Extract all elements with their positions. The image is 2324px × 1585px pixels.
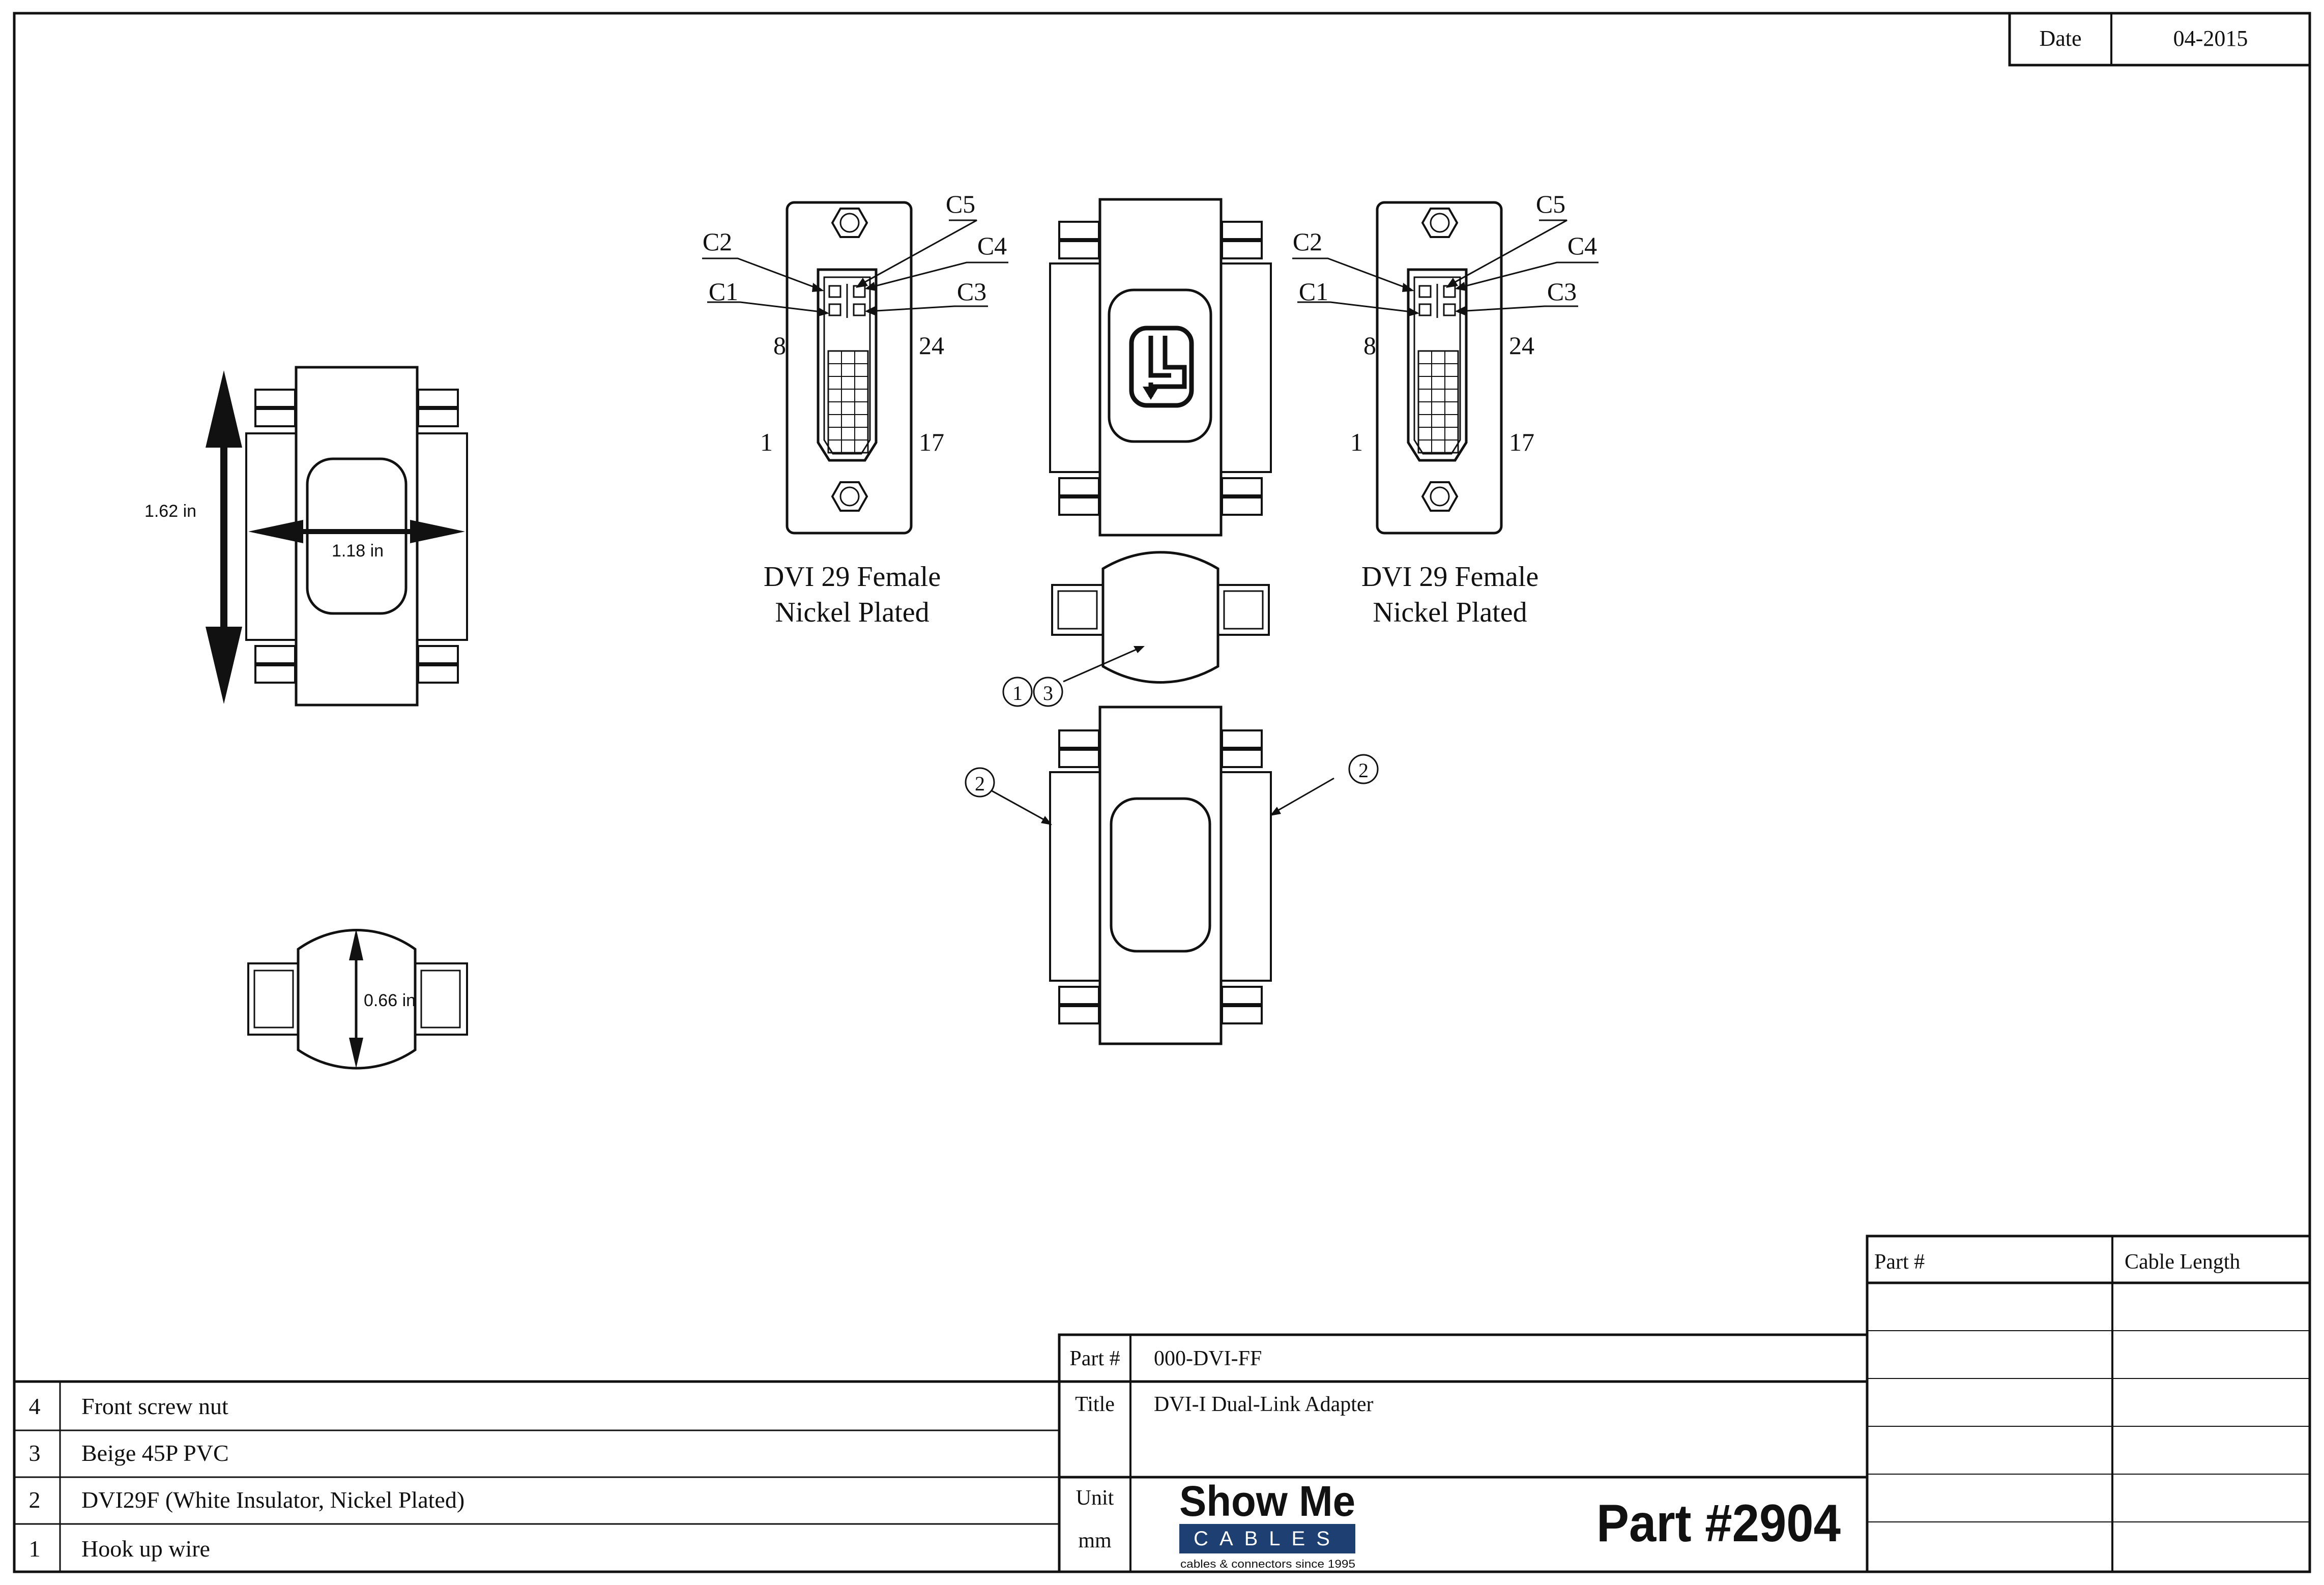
bill-of-materials: 4 Front screw nut 3 Beige 45P PVC 2 DVI2… [14,1380,1059,1572]
hex-nut-icon [831,481,868,512]
title-value: DVI-I Dual-Link Adapter [1154,1393,1374,1416]
svg-text:2: 2 [1358,759,1369,782]
callout-1-icon: 1 [1002,677,1033,707]
hex-nut-icon [1421,208,1459,238]
part-value: 000-DVI-FF [1154,1347,1262,1370]
bom-row-desc: DVI29F (White Insulator, Nickel Plated) [81,1487,464,1513]
bom-row-desc: Hook up wire [81,1536,210,1562]
bom-row-desc: Front screw nut [81,1393,228,1419]
label-c1: C1 [1299,277,1328,306]
brand-logo-icon [1129,326,1194,408]
label-pin-1: 1 [760,428,773,456]
hex-nut-icon [1421,481,1459,512]
date-value: 04-2015 [2173,26,2248,51]
connector-title: DVI 29 Female [1361,561,1538,593]
left-connector-face: C2 C1 C5 C4 C3 8 24 1 17 DVI 29 Female N… [702,190,1008,628]
label-pin-17: 17 [1509,428,1534,456]
pin-grid [827,350,869,454]
adapter-top-view [1049,198,1272,537]
date-box: Date 04-2015 [2008,12,2311,67]
part-number: Part #2904 [1596,1494,1841,1553]
cable-length-table: Part # Cable Length [1866,1235,2311,1573]
bom-row-num: 4 [29,1393,41,1419]
svg-text:3: 3 [1043,682,1053,705]
svg-text:1: 1 [1012,682,1023,705]
unit-value: mm [1078,1529,1112,1552]
title-block: Part # 000-DVI-FF Title DVI-I Dual-Link … [1058,1333,1869,1573]
label-c5: C5 [946,190,975,218]
show-me-cables-logo: Show Me CABLES cables & connectors since… [1179,1477,1355,1570]
hex-nut-icon [831,208,868,238]
adapter-bottom-view: 2 2 [965,706,1379,1045]
label-c4: C4 [977,231,1007,260]
date-label: Date [2039,26,2081,51]
callout-2-icon: 2 [965,767,995,798]
right-connector-face: C2 C1 C5 C4 C3 8 24 1 17 DVI 29 Female N… [1292,190,1599,628]
bom-row-desc: Beige 45P PVC [81,1440,229,1466]
logo-wordmark: Show Me [1179,1477,1355,1525]
bom-row-num: 3 [29,1440,41,1466]
unit-label: Unit [1076,1486,1114,1510]
dimension-width: 1.18 in [332,541,384,561]
label-pin-24: 24 [919,331,944,360]
label-pin-8: 8 [1363,331,1376,360]
label-pin-1: 1 [1350,428,1363,456]
label-pin-8: 8 [773,331,786,360]
connector-subtitle: Nickel Plated [1373,597,1527,628]
label-pin-24: 24 [1509,331,1534,360]
label-c4: C4 [1567,231,1597,260]
connector-title: DVI 29 Female [764,561,941,593]
callout-2-icon: 2 [1348,754,1379,784]
label-c2: C2 [703,227,732,256]
logo-band [1179,1524,1355,1553]
cable-table-length-header: Cable Length [2125,1250,2240,1274]
label-c2: C2 [1293,227,1322,256]
part-label: Part # [1069,1347,1120,1370]
dimension-height: 1.62 in [144,502,196,521]
bom-row-num: 1 [29,1536,41,1562]
cable-table-part-header: Part # [1874,1250,1925,1274]
label-c3: C3 [1547,277,1577,306]
dimension-side-view: 0.66 in [247,929,468,1070]
svg-text:2: 2 [975,772,985,795]
dimension-depth: 0.66 in [364,991,416,1010]
dimension-front-view: 1.62 in 1.18 in [144,366,468,707]
bom-row-num: 2 [29,1487,41,1513]
logo-tagline: cables & connectors since 1995 [1180,1558,1355,1570]
connector-subtitle: Nickel Plated [775,597,929,628]
label-c3: C3 [957,277,986,306]
title-label: Title [1075,1393,1115,1416]
pin-grid [1417,350,1459,454]
callout-3-icon: 3 [1033,677,1063,707]
logo-subword: CABLES [1194,1528,1341,1550]
label-c5: C5 [1536,190,1565,218]
adapter-side-view: 1 3 [1002,551,1270,707]
label-pin-17: 17 [919,428,944,456]
label-c1: C1 [709,277,738,306]
